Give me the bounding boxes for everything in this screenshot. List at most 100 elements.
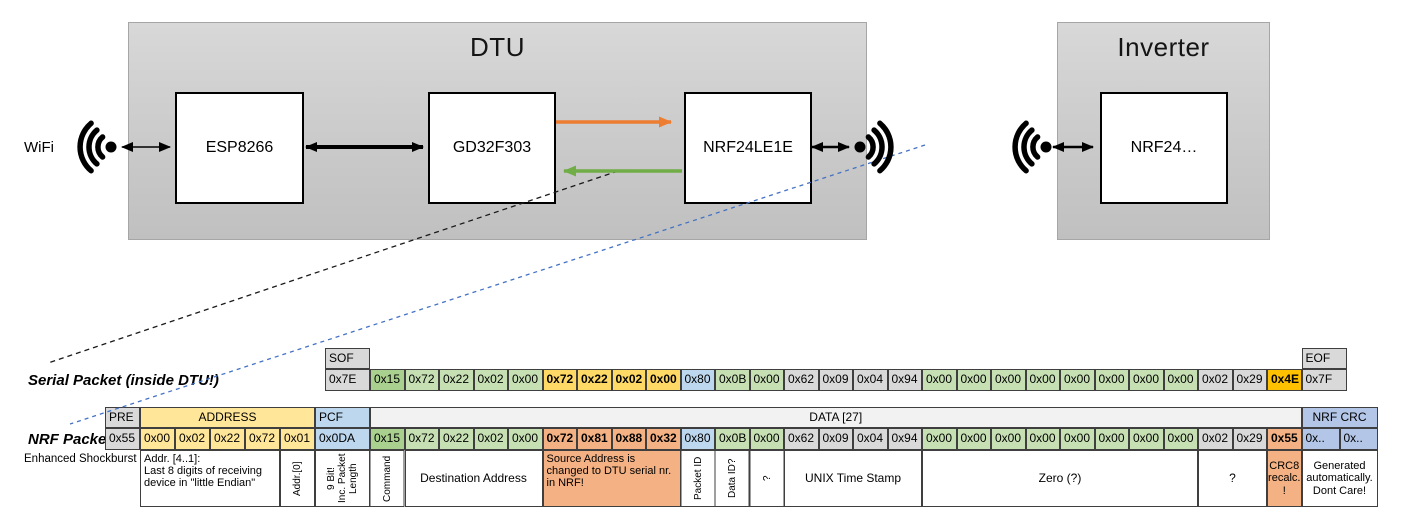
byte-cell: 0x00 [1060, 369, 1095, 391]
annotation-cell: UNIX Time Stamp [784, 450, 922, 507]
field-header-cell: PCF [315, 407, 370, 428]
byte-cell: 0x00 [646, 369, 681, 391]
byte-cell: 0x72 [404, 369, 439, 391]
annotation-cell: Command [370, 450, 405, 507]
inverter-title: Inverter [1117, 32, 1210, 62]
byte-cell: 0x09 [818, 369, 853, 391]
byte-cell: 0x0B [715, 369, 750, 391]
dtu-title: DTU [470, 32, 525, 62]
annotation-cell: Data ID? [715, 450, 750, 507]
byte-cell: 0x55 [105, 428, 140, 450]
byte-cell: 0x15 [370, 428, 405, 450]
byte-cell: 0x29 [1232, 369, 1267, 391]
annotation-cell: Zero (?) [922, 450, 1198, 507]
field-header-cell: DATA [27] [370, 407, 1302, 428]
byte-cell: 0x81 [577, 428, 612, 450]
byte-cell: 0x02 [611, 369, 646, 391]
byte-cell: 0x22 [439, 428, 474, 450]
wifi-signal-icon-inverter [1012, 120, 1052, 174]
field-header-cell: NRF CRC [1301, 407, 1378, 428]
byte-cell: 0x00 [749, 428, 784, 450]
field-header-cell [370, 348, 1302, 369]
byte-cell: 0x22 [210, 428, 245, 450]
byte-cell: 0x22 [577, 369, 612, 391]
byte-cell: 0x72 [542, 428, 577, 450]
byte-cell: 0x00 [749, 369, 784, 391]
byte-cell: 0x00 [1129, 369, 1164, 391]
byte-cell: 0x00 [991, 369, 1026, 391]
byte-cell: 0x00 [1094, 369, 1129, 391]
byte-cell: 0x00 [956, 428, 991, 450]
byte-cell: 0x0DA [315, 428, 370, 450]
annotation-cell: ? [749, 450, 784, 507]
byte-cell: 0x00 [1060, 428, 1095, 450]
byte-cell: 0x7F [1301, 369, 1347, 391]
byte-cell: 0x04 [853, 428, 888, 450]
byte-cell: 0x00 [1163, 369, 1198, 391]
wifi-signal-icon-left [77, 120, 117, 174]
byte-cell: 0x.. [1339, 428, 1378, 450]
byte-cell: 0x0B [715, 428, 750, 450]
byte-cell: 0x7E [325, 369, 370, 391]
byte-cell: 0x4E [1267, 369, 1302, 391]
byte-cell: 0x80 [680, 428, 715, 450]
byte-cell: 0x55 [1267, 428, 1302, 450]
byte-cell: 0x00 [508, 428, 543, 450]
chip-nrf24le1e: NRF24LE1E [684, 92, 812, 204]
byte-cell: 0x02 [1198, 369, 1233, 391]
byte-cell: 0x02 [1198, 428, 1233, 450]
annotation-cell: Generated automatically. Dont Care! [1301, 450, 1378, 507]
nrf-packet-sublabel: Enhanced Shockburst [24, 453, 137, 465]
byte-cell: 0x09 [818, 428, 853, 450]
byte-cell: 0x94 [887, 428, 922, 450]
serial-packet-label: Serial Packet (inside DTU!) [28, 372, 219, 389]
annotation-cell: Addr.[0] [280, 450, 315, 507]
byte-cell: 0x02 [473, 369, 508, 391]
annotation-cell: Addr. [4..1]: Last 8 digits of receiving… [140, 450, 280, 507]
byte-cell: 0x00 [1025, 428, 1060, 450]
byte-cell: 0x00 [1094, 428, 1129, 450]
annotation-cell: 9 Bit! Inc. Packet Length [315, 450, 370, 507]
byte-cell: 0x62 [784, 369, 819, 391]
nrf-packet-label: NRF Packet [28, 431, 112, 448]
annotation-cell: Packet ID [680, 450, 715, 507]
byte-cell: 0x00 [922, 428, 957, 450]
byte-cell: 0x00 [956, 369, 991, 391]
byte-cell: 0x15 [370, 369, 405, 391]
byte-cell: 0x00 [922, 369, 957, 391]
annotation-cell: ? [1198, 450, 1267, 507]
byte-cell: 0x29 [1232, 428, 1267, 450]
byte-cell: 0x22 [439, 369, 474, 391]
byte-cell: 0x88 [611, 428, 646, 450]
byte-cell: 0x32 [646, 428, 681, 450]
byte-cell: 0x04 [853, 369, 888, 391]
annotation-cell: CRC8 recalc. ! [1267, 450, 1302, 507]
wifi-label: WiFi [24, 139, 54, 156]
byte-cell: 0x02 [473, 428, 508, 450]
byte-cell: 0x72 [542, 369, 577, 391]
byte-cell: 0x.. [1301, 428, 1340, 450]
annotation-cell: Source Address is changed to DTU serial … [542, 450, 681, 507]
byte-cell: 0x72 [245, 428, 280, 450]
byte-cell: 0x00 [140, 428, 175, 450]
byte-cell: 0x72 [404, 428, 439, 450]
byte-cell: 0x00 [991, 428, 1026, 450]
field-header-cell: PRE [105, 407, 140, 428]
byte-cell: 0x80 [680, 369, 715, 391]
field-header-cell: ADDRESS [140, 407, 315, 428]
chip-nrf24-inverter: NRF24… [1100, 92, 1228, 204]
byte-cell: 0x00 [508, 369, 543, 391]
byte-cell: 0x01 [280, 428, 315, 450]
field-header-cell: EOF [1301, 348, 1347, 369]
annotation-cell: Destination Address [404, 450, 543, 507]
byte-cell: 0x00 [1129, 428, 1164, 450]
byte-cell: 0x00 [1025, 369, 1060, 391]
byte-cell: 0x62 [784, 428, 819, 450]
byte-cell: 0x00 [1163, 428, 1198, 450]
chip-gd32f303: GD32F303 [428, 92, 556, 204]
chip-esp8266: ESP8266 [175, 92, 304, 204]
field-header-cell: SOF [325, 348, 370, 369]
